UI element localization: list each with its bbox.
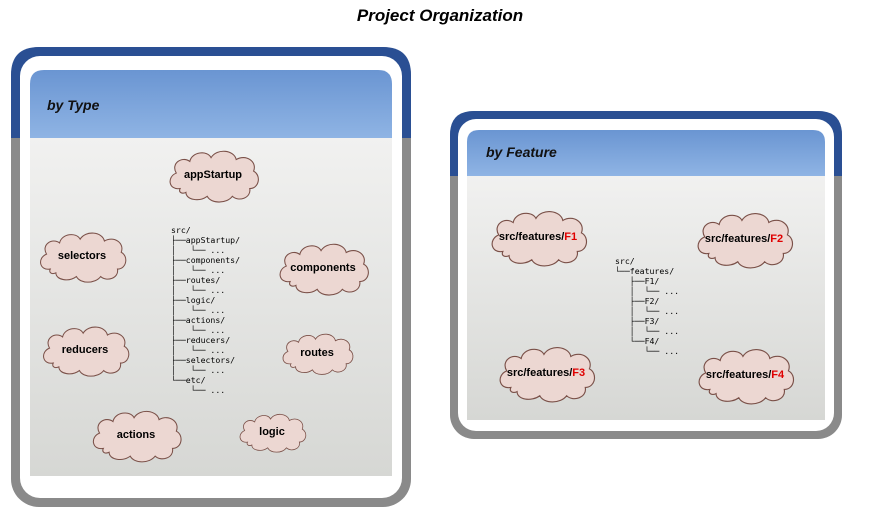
- by-feature-heading: by Feature: [486, 144, 557, 160]
- cloud-appstartup-label: appStartup: [183, 169, 243, 181]
- cloud-feature-f2-label: src/features/F2: [679, 208, 809, 270]
- by-feature-panel: by Feature src/features/F1 src/features/…: [449, 110, 843, 440]
- cloud-feature-f3: src/features/F3: [483, 342, 609, 404]
- cloud-reducers: reducers: [38, 322, 132, 378]
- by-type-panel: by Type appStartup selectors components …: [10, 46, 412, 508]
- feature-prefix: src/features/: [704, 233, 771, 245]
- cloud-logic-label: logic: [259, 426, 285, 438]
- feature-id: F4: [771, 369, 785, 381]
- cloud-feature-f4: src/features/F4: [679, 344, 811, 406]
- cloud-feature-f4-label: src/features/F4: [679, 344, 811, 406]
- cloud-selectors: selectors: [33, 228, 131, 284]
- feature-id: F3: [572, 367, 586, 379]
- cloud-actions-label: actions: [116, 429, 156, 441]
- cloud-reducers-label: reducers: [61, 344, 109, 356]
- by-type-tree: src/ ├──appStartup/ │ └── ... ├──compone…: [171, 225, 241, 395]
- by-feature-tree: src/ └──features/ ├──F1/ │ └── ... ├──F2…: [615, 256, 680, 356]
- by-type-heading: by Type: [47, 97, 100, 113]
- feature-prefix: src/features/: [705, 369, 772, 381]
- cloud-logic: logic: [236, 408, 308, 456]
- cloud-actions: actions: [88, 406, 184, 464]
- feature-id: F1: [564, 231, 578, 243]
- cloud-selectors-label: selectors: [57, 250, 107, 262]
- cloud-feature-f2: src/features/F2: [679, 208, 809, 270]
- cloud-routes-label: routes: [300, 347, 334, 359]
- feature-prefix: src/features/: [498, 231, 565, 243]
- cloud-feature-f3-label: src/features/F3: [483, 342, 609, 404]
- cloud-components: components: [266, 239, 380, 297]
- feature-prefix: src/features/: [506, 367, 573, 379]
- cloud-routes: routes: [274, 330, 360, 376]
- cloud-feature-f1: src/features/F1: [475, 206, 601, 268]
- page-title: Project Organization: [356, 6, 524, 25]
- cloud-feature-f1-label: src/features/F1: [475, 206, 601, 268]
- by-type-frame: [11, 47, 411, 507]
- cloud-appstartup: appStartup: [157, 146, 269, 204]
- cloud-components-label: components: [290, 262, 356, 274]
- feature-id: F2: [770, 233, 784, 245]
